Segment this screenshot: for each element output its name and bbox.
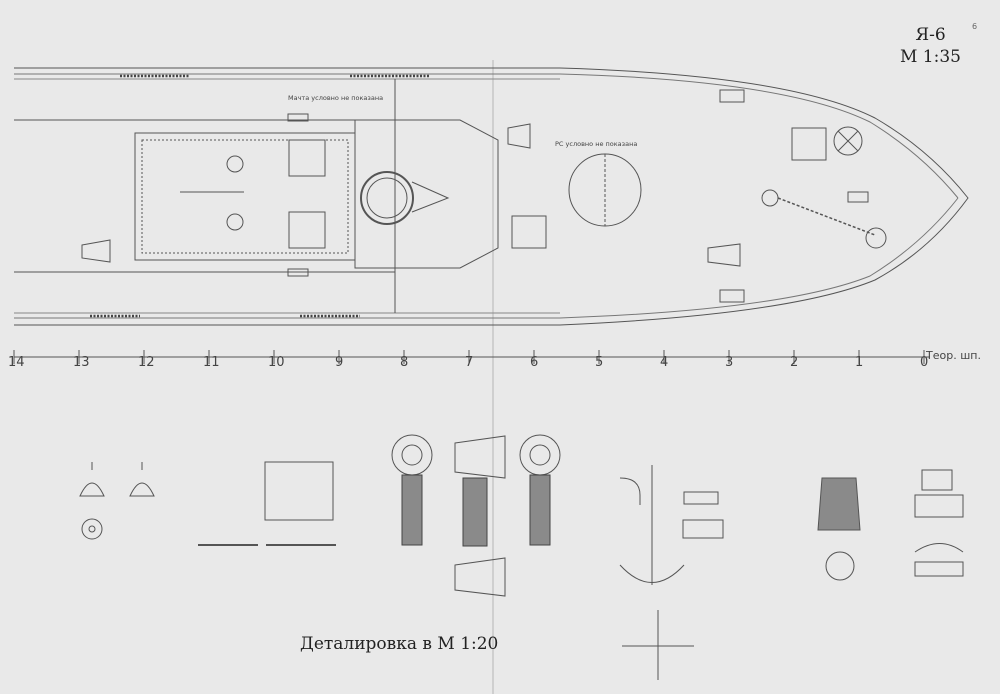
porthole-icon: [226, 155, 244, 173]
frame-label: 12: [138, 355, 155, 370]
theoretical-frames-label: Теор. шп.: [926, 349, 981, 362]
bollard-icon: [914, 494, 964, 518]
ventilator-icon: [507, 123, 531, 149]
wheelhouse: [354, 119, 499, 269]
gunwale-line-top: [14, 73, 959, 199]
note-rs-not-shown: РС условно не показана: [555, 140, 638, 148]
capstan-icon: [761, 189, 779, 207]
hatch-icon: [264, 461, 334, 521]
ventilator-icon: [391, 434, 433, 476]
frame-label: 6: [530, 355, 539, 370]
boat-designation: Я-6: [915, 25, 946, 45]
frame-label: 5: [595, 355, 604, 370]
details: [79, 434, 964, 680]
hatch-icon: [288, 139, 326, 177]
frame-label: 4: [660, 355, 669, 370]
turret-ring: [360, 171, 414, 225]
frame-label: 10: [268, 355, 285, 370]
frame-label: 7: [465, 355, 474, 370]
frame-label: 8: [400, 355, 409, 370]
frame-label: 2: [790, 355, 799, 370]
hull-outline: [14, 67, 969, 326]
frame-scale: [13, 350, 930, 364]
note-mast-not-shown: Мачта условно не показана: [288, 94, 384, 102]
bell-icon: [79, 482, 105, 497]
deckhouse: [134, 132, 356, 261]
frame-label: 14: [8, 355, 25, 370]
frame-label: 0: [920, 355, 929, 370]
fairlead-icon: [914, 561, 964, 577]
page-number: 6: [972, 22, 978, 31]
frame-label: 13: [73, 355, 90, 370]
main-scale: М 1:35: [900, 47, 961, 67]
gunwale-line-bottom: [14, 197, 959, 319]
frame-label: 3: [725, 355, 734, 370]
frame-label: 1: [855, 355, 864, 370]
frame-label: 11: [203, 355, 220, 370]
frame-label: 9: [335, 355, 344, 370]
sheet-title-block: Я-6 М 1:35: [900, 24, 961, 68]
detail-caption: Деталировка в М 1:20: [300, 634, 499, 654]
deck-plan: [14, 67, 969, 326]
capstan-icon: [817, 477, 861, 531]
